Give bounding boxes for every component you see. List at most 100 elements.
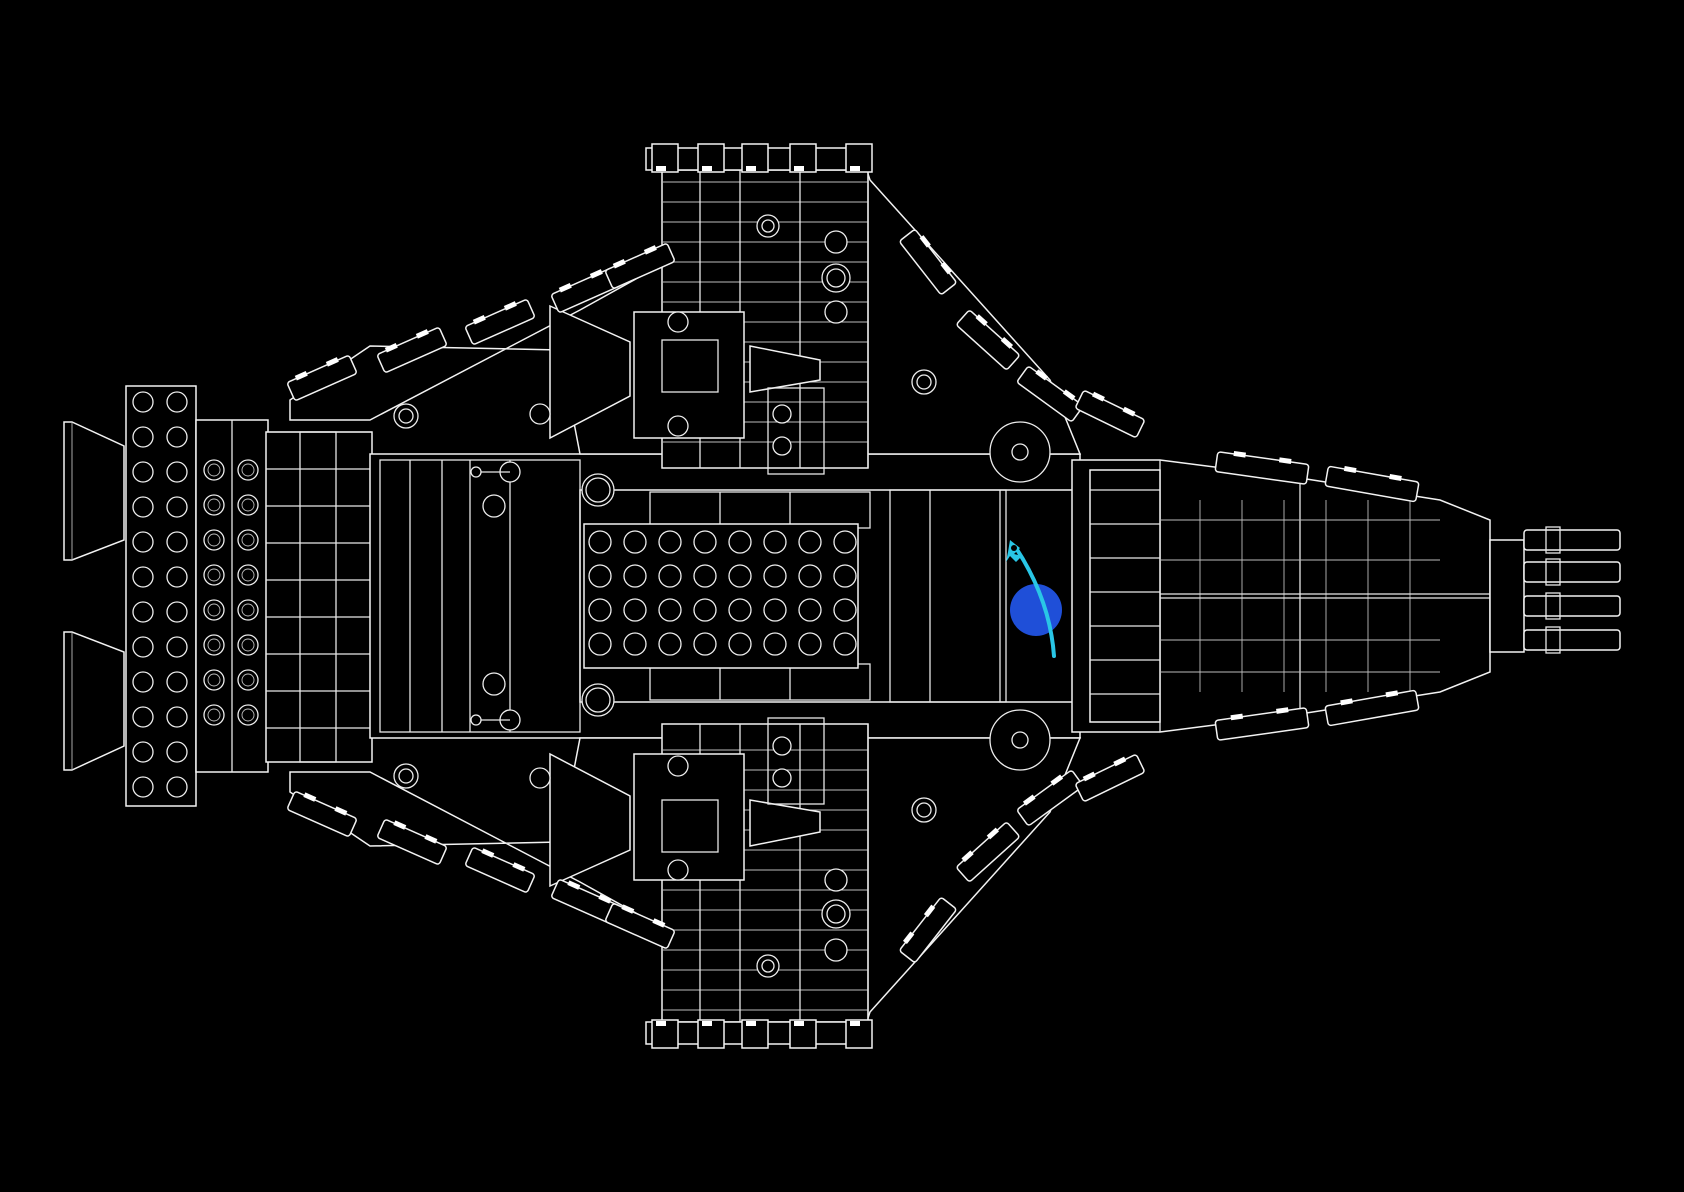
stud xyxy=(728,564,752,588)
stud xyxy=(132,391,154,413)
clip-highlight xyxy=(1385,690,1399,698)
nose-clip xyxy=(1324,689,1420,727)
clip-highlight xyxy=(850,1021,860,1026)
clip-body xyxy=(1075,754,1145,802)
stud xyxy=(728,530,752,554)
stud xyxy=(132,531,154,553)
clip-highlight xyxy=(325,357,339,367)
stud-inner xyxy=(241,498,255,512)
clip-body xyxy=(1017,366,1083,422)
tip-clip-band xyxy=(1545,558,1561,586)
clip-highlight xyxy=(1113,756,1127,767)
stud xyxy=(623,564,647,588)
stud-inner xyxy=(207,638,221,652)
clip-highlight xyxy=(702,166,712,171)
clip-highlight xyxy=(589,269,603,279)
clip-body xyxy=(377,819,447,865)
clip-body xyxy=(287,791,357,837)
clip-highlight xyxy=(558,283,572,293)
clip-highlight xyxy=(850,166,860,171)
clip-highlight xyxy=(961,850,974,863)
stud xyxy=(798,530,822,554)
stud xyxy=(237,459,259,481)
stud xyxy=(658,632,682,656)
clip-highlight xyxy=(652,918,666,928)
upper-wing xyxy=(289,143,1082,483)
stud xyxy=(166,706,188,728)
clip-highlight xyxy=(1091,391,1105,402)
stud xyxy=(132,776,154,798)
tip-clip xyxy=(1523,561,1621,583)
clip-highlight xyxy=(393,820,407,830)
edge-clip xyxy=(465,847,535,893)
stud xyxy=(132,601,154,623)
clip-highlight xyxy=(746,166,756,171)
stud xyxy=(693,598,717,622)
tip-clip xyxy=(1523,529,1621,551)
clip-body xyxy=(956,310,1020,370)
stud xyxy=(166,601,188,623)
stud xyxy=(763,632,787,656)
clip-highlight xyxy=(1343,465,1357,473)
clip-body xyxy=(899,897,957,963)
stud xyxy=(237,599,259,621)
clip-body xyxy=(287,355,357,401)
clip-highlight xyxy=(384,343,398,353)
clip-highlight xyxy=(334,806,348,816)
stud xyxy=(132,671,154,693)
stud xyxy=(166,566,188,588)
clip-highlight xyxy=(702,1021,712,1026)
clip-highlight xyxy=(1276,707,1289,714)
stud xyxy=(623,598,647,622)
stud-inner xyxy=(241,463,255,477)
stud xyxy=(166,531,188,553)
stud xyxy=(166,496,188,518)
clip-highlight xyxy=(1050,774,1064,786)
tip-clip-band xyxy=(1545,626,1561,654)
stud xyxy=(166,671,188,693)
stud xyxy=(166,776,188,798)
edge-clip xyxy=(1017,770,1083,826)
stud xyxy=(693,564,717,588)
stud xyxy=(693,530,717,554)
clip-highlight xyxy=(1062,389,1076,401)
stud xyxy=(798,632,822,656)
clip-body xyxy=(605,903,675,949)
stud-inner xyxy=(241,673,255,687)
clip-highlight xyxy=(303,792,317,802)
stud xyxy=(132,496,154,518)
stud xyxy=(203,634,225,656)
edge-clip xyxy=(551,879,621,925)
stud xyxy=(132,636,154,658)
stud-inner xyxy=(207,533,221,547)
clip-body xyxy=(377,327,447,373)
nose-clip xyxy=(1214,450,1310,485)
stud xyxy=(132,426,154,448)
clip-highlight xyxy=(919,235,931,248)
clip-highlight xyxy=(481,848,495,858)
clip-body xyxy=(465,847,535,893)
stud xyxy=(798,564,822,588)
stud-inner xyxy=(241,603,255,617)
clip-highlight xyxy=(1340,698,1353,706)
stud xyxy=(588,632,612,656)
edge-clip xyxy=(899,897,957,963)
stud xyxy=(237,634,259,656)
edge-clip xyxy=(956,822,1020,882)
clip-highlight xyxy=(1230,713,1244,721)
stud xyxy=(166,426,188,448)
stud-inner xyxy=(207,708,221,722)
stud xyxy=(237,704,259,726)
stud xyxy=(203,564,225,586)
clip-body xyxy=(1214,707,1310,741)
stud xyxy=(623,530,647,554)
stud xyxy=(203,599,225,621)
stud xyxy=(166,461,188,483)
edge-clip xyxy=(1075,390,1145,438)
clip-highlight xyxy=(986,827,999,840)
stud-inner xyxy=(207,463,221,477)
stud xyxy=(237,494,259,516)
stud xyxy=(658,530,682,554)
tip-clip-band xyxy=(1545,592,1561,620)
